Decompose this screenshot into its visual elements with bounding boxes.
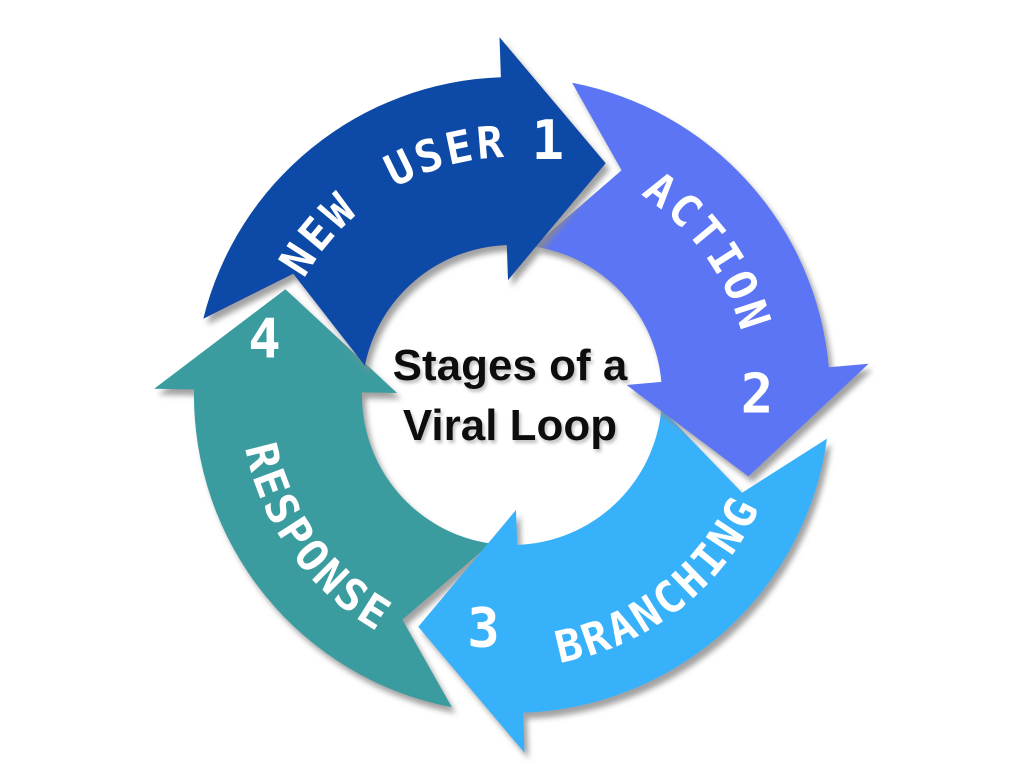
segment-number-3: 3 <box>467 597 500 660</box>
segment-number-4: 4 <box>248 307 281 370</box>
center-title-line-2: Viral Loop <box>403 401 617 450</box>
segment-number-1: 1 <box>532 109 565 172</box>
arrow-shape-response <box>154 289 491 708</box>
arrow-shape-action <box>533 82 869 477</box>
center-title-line-1: Stages of a <box>393 341 628 390</box>
segment-number-2: 2 <box>741 362 774 425</box>
arrow-shape-new-user <box>203 37 606 366</box>
arrow-shape-branching <box>418 408 827 753</box>
center-title: Stages of a Viral Loop <box>393 341 628 450</box>
